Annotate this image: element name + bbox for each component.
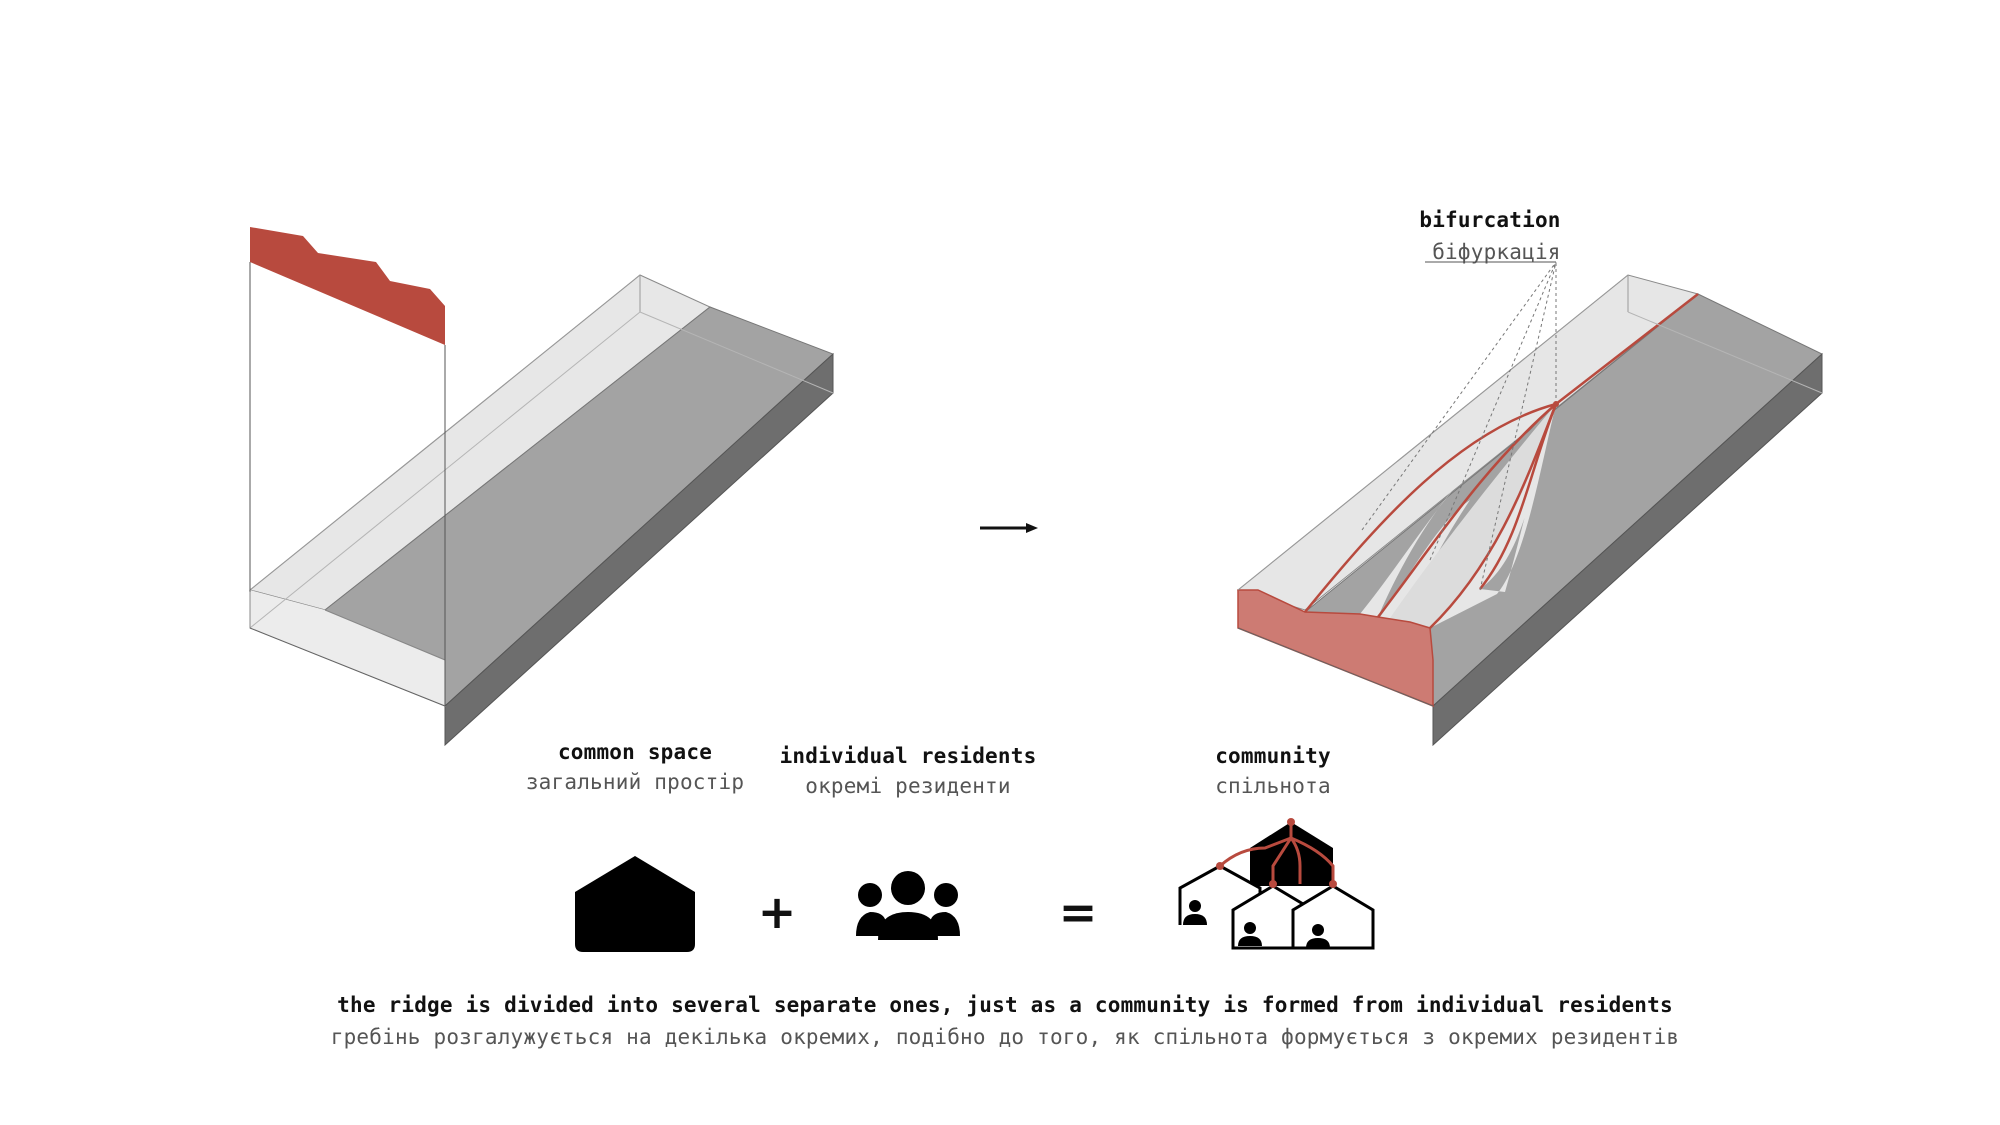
house-icon — [575, 856, 695, 952]
caption-en: the ridge is divided into several separa… — [337, 993, 1673, 1017]
ridge-main-line — [1555, 293, 1699, 405]
bifurcation-leader-lines — [1361, 261, 1557, 591]
common-space-label-ua: загальний простір — [525, 770, 745, 794]
caption: the ridge is divided into several separa… — [331, 993, 1680, 1049]
common-space-label: common space загальний простір — [526, 740, 744, 794]
community-label-en: community — [1215, 744, 1331, 768]
individual-residents-label: individual residents окремі резиденти — [780, 744, 1037, 798]
bifurcation-label-ua: біфуркація — [1432, 240, 1561, 264]
ridge-block-left — [248, 274, 834, 747]
ridge-branch-line — [1479, 403, 1558, 590]
individual-residents-label-en: individual residents — [779, 744, 1037, 768]
ridge-block-right — [1236, 261, 1823, 747]
community-label: community спільнота — [1215, 744, 1331, 798]
individual-residents-label-ua: окремі резиденти — [805, 774, 1011, 798]
community-label-ua: спільнота — [1215, 774, 1331, 798]
bifurcation-label-en: bifurcation — [1419, 208, 1561, 232]
ridge-section-profile — [250, 227, 445, 345]
arrow-right-icon — [980, 523, 1038, 533]
caption-ua: гребінь розгалужується на декілька окрем… — [330, 1025, 1680, 1049]
plus-sign: + — [757, 885, 797, 939]
people-group-icon — [856, 871, 960, 940]
bifurcation-label: bifurcation біфуркація — [1419, 208, 1560, 264]
ridge-branch-line — [1304, 402, 1557, 613]
equals-sign: = — [1058, 885, 1098, 939]
ridge-branch-line — [1377, 403, 1557, 618]
community-houses-icon — [1178, 818, 1375, 950]
common-space-label-en: common space — [557, 740, 713, 764]
